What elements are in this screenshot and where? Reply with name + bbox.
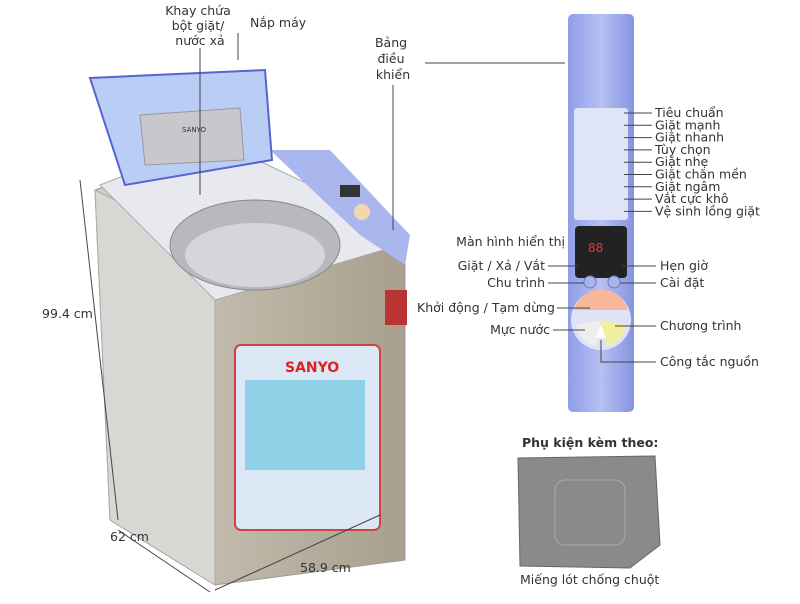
- sticker-image: [245, 380, 365, 470]
- label-lid: Nắp máy: [250, 15, 307, 30]
- drum-inner: [185, 223, 325, 287]
- label-timer: Hẹn giờ: [660, 258, 708, 273]
- accessory: Phụ kiện kèm theo: Miếng lót chống chuột: [517, 435, 661, 587]
- cycle-button[interactable]: [583, 275, 597, 289]
- machine-knob: [354, 204, 370, 220]
- badge: [385, 290, 407, 325]
- detergent-tray: [139, 107, 245, 166]
- front-brand: SANYO: [285, 360, 339, 376]
- label-water-level: Mực nước: [490, 322, 550, 337]
- label-wash-rinse-spin: Giặt / Xả / Vắt: [458, 258, 545, 273]
- label-detergent-tray: Khay chứa bột giặt/ nước xả: [165, 3, 235, 48]
- dimension-width: 58.9 cm: [300, 560, 351, 575]
- program-label: Giặt nhanh: [655, 130, 724, 145]
- dimension-depth: 62 cm: [110, 529, 149, 544]
- part-labels: Khay chứa bột giặt/ nước xả Nắp máy Bảng…: [165, 3, 565, 230]
- panel-left-labels: Màn hình hiển thị Giặt / Xả / Vắt Chu tr…: [417, 234, 590, 337]
- program-label: Giặt ngâm: [655, 179, 720, 194]
- label-cycle: Chu trình: [487, 275, 545, 290]
- program-label: Tiêu chuẩn: [654, 105, 724, 120]
- accessory-heading: Phụ kiện kèm theo:: [522, 435, 658, 450]
- start-pause-button[interactable]: [574, 289, 628, 310]
- program-label: Giặt mạnh: [655, 117, 720, 132]
- accessory-name: Miếng lót chống chuột: [520, 572, 659, 587]
- label-display: Màn hình hiển thị: [456, 234, 565, 249]
- dimensions: 99.4 cm 62 cm 58.9 cm: [42, 179, 381, 593]
- power-switch[interactable]: [596, 325, 606, 338]
- washing-machine: SANYO SANYO: [88, 68, 410, 586]
- water-level-button[interactable]: [576, 320, 601, 346]
- panel-right-labels: Hẹn giờ Cài đặt Chương trình Công tắc ng…: [600, 258, 759, 369]
- program-label: Giặt nhẹ: [655, 154, 709, 169]
- machine-display: [340, 185, 360, 197]
- anti-rat-mat: [517, 455, 661, 569]
- program-buttons-area: [574, 108, 628, 220]
- control-panel-closeup: 88: [568, 14, 634, 412]
- tray-brand: SANYO: [182, 126, 206, 134]
- machine-control-strip: [270, 150, 410, 265]
- program-label: Giặt chăn mền: [655, 167, 747, 182]
- program-label: Vắt cực khô: [655, 191, 729, 206]
- dimension-height: 99.4 cm: [42, 306, 93, 321]
- settings-button[interactable]: [607, 275, 621, 289]
- display-screen: [575, 226, 627, 278]
- display-digits: 88: [588, 241, 603, 255]
- label-start-pause: Khởi động / Tạm dừng: [417, 300, 555, 315]
- label-settings: Cài đặt: [660, 275, 704, 290]
- label-program: Chương trình: [660, 318, 741, 333]
- label-power-switch: Công tắc nguồn: [660, 354, 759, 369]
- label-control-panel: Bảng điều khiển: [375, 35, 411, 82]
- program-label: Tùy chọn: [654, 142, 711, 157]
- mat-pattern: [554, 479, 626, 546]
- program-label: Vệ sinh lồng giặt: [655, 203, 760, 218]
